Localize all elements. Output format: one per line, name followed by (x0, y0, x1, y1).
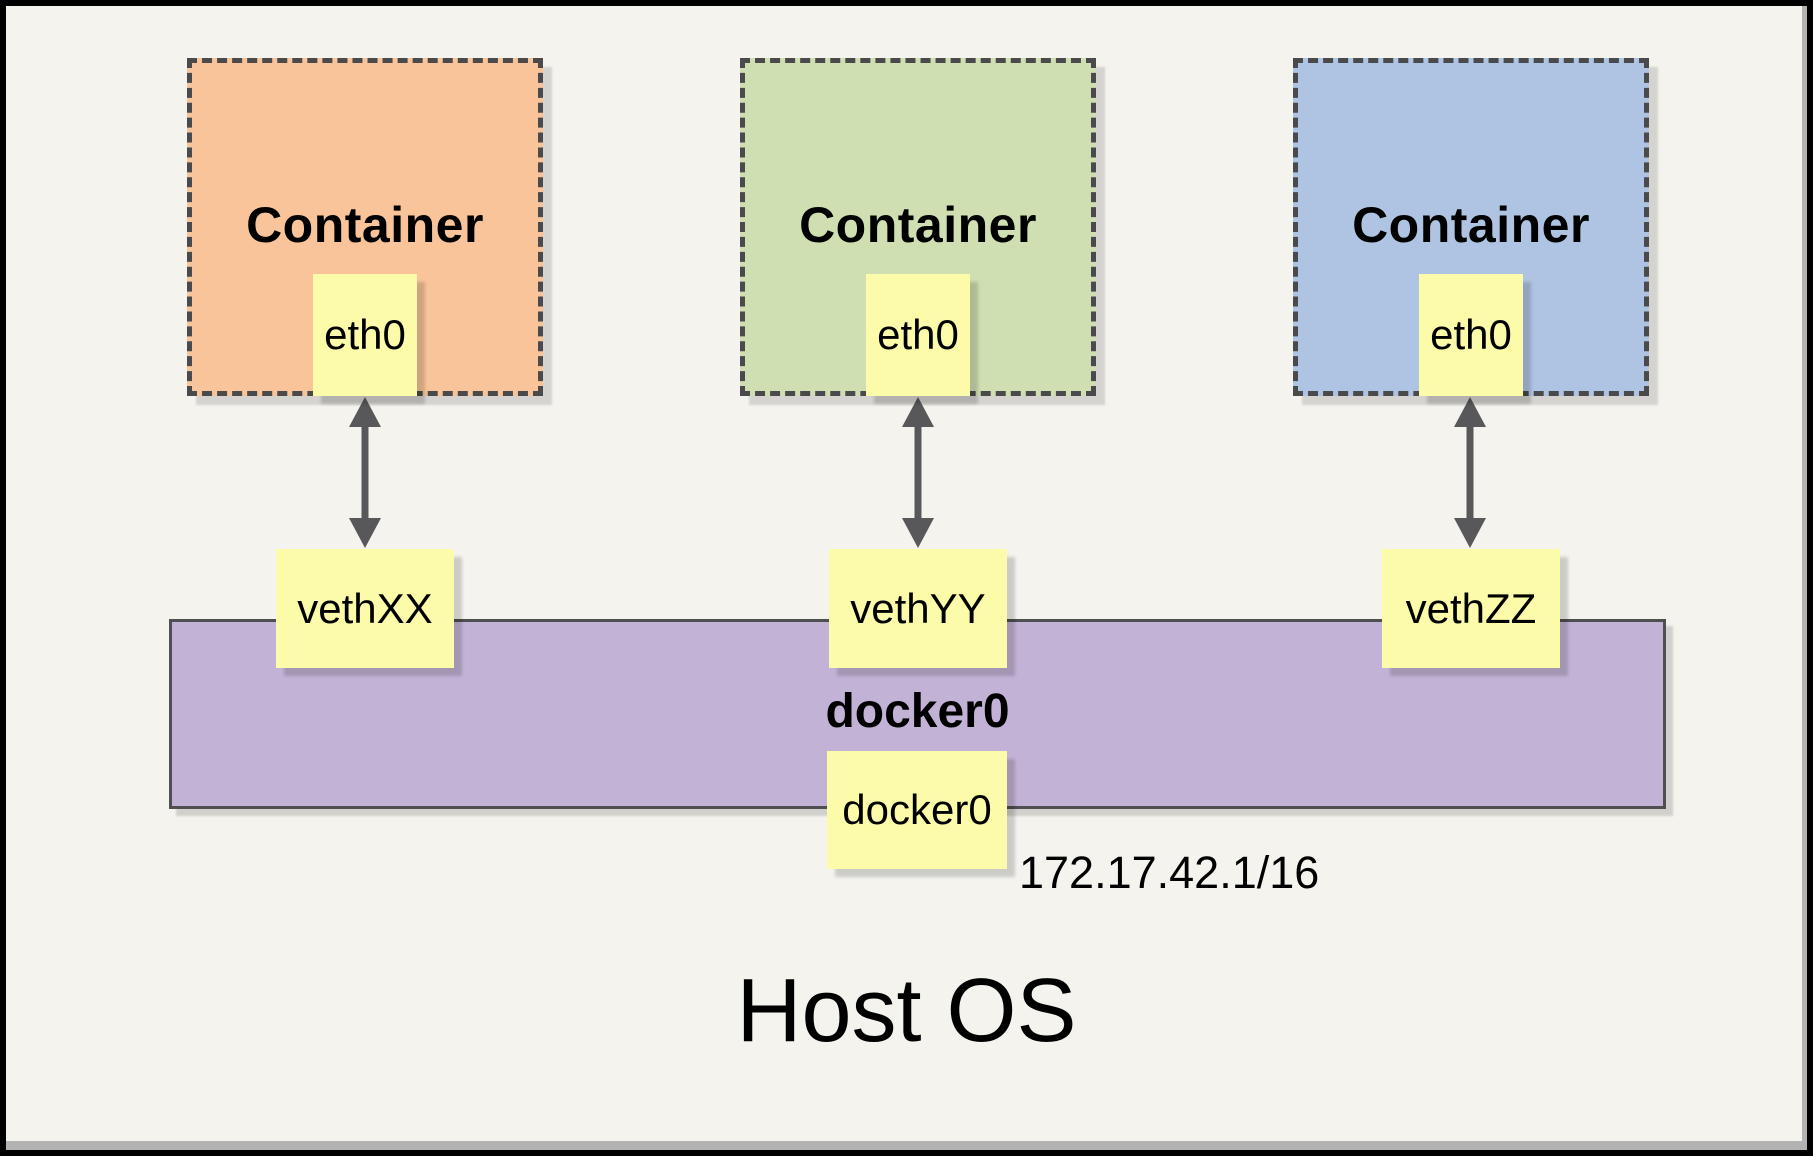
host-os-label: Host OS (736, 961, 1077, 1061)
container-label: Container (246, 197, 484, 253)
eth0-interface-box: eth0 (866, 274, 970, 396)
veth-connection-arrow-1 (349, 397, 381, 548)
docker0-interface-label: docker0 (842, 786, 992, 833)
container-box-3: Container eth0 (1293, 58, 1649, 396)
docker0-interface-box: docker0 (827, 751, 1007, 869)
vethxx-label: vethXX (297, 584, 433, 632)
vethyy-interface-box: vethYY (829, 549, 1007, 668)
bridge-ip-label: 172.17.42.1/16 (1019, 847, 1320, 898)
eth0-interface-box: eth0 (1419, 274, 1523, 396)
eth0-label: eth0 (324, 311, 406, 358)
eth0-label: eth0 (1430, 311, 1512, 358)
veth-connection-arrow-2 (902, 397, 934, 548)
vethzz-interface-box: vethZZ (1382, 549, 1560, 668)
eth0-label: eth0 (877, 311, 959, 358)
eth0-interface-box: eth0 (313, 274, 417, 396)
docker0-bridge-label: docker0 (825, 685, 1010, 738)
vethxx-interface-box: vethXX (276, 549, 454, 668)
veth-connection-arrow-3 (1454, 397, 1486, 548)
container-box-1: Container eth0 (187, 58, 543, 396)
container-label: Container (1352, 197, 1590, 253)
container-box-2: Container eth0 (740, 58, 1096, 396)
vethyy-label: vethYY (850, 584, 986, 632)
vethzz-label: vethZZ (1405, 584, 1537, 632)
container-label: Container (799, 197, 1037, 253)
